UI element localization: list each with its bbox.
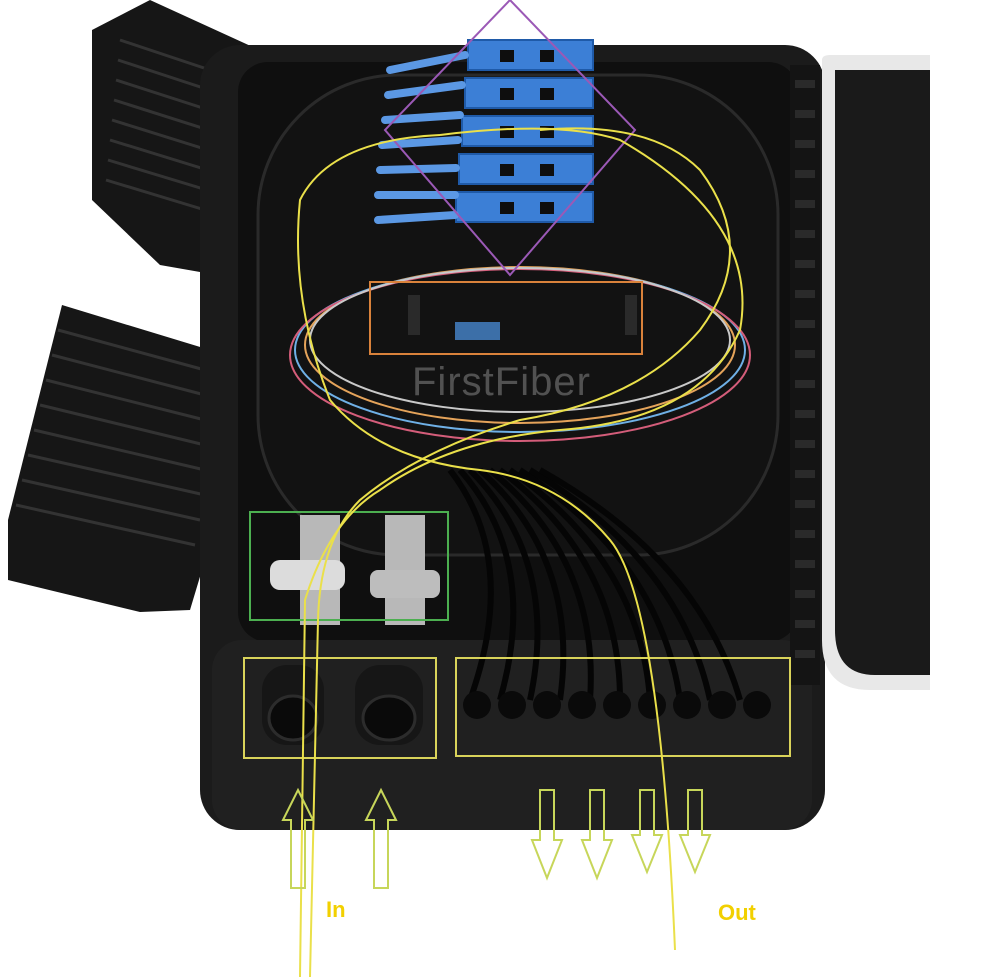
arrow-down-out-1 <box>530 789 564 881</box>
out-label: Out <box>718 900 756 925</box>
watermark-text: FirstFiber <box>412 360 591 404</box>
sc-adapter-array <box>374 39 594 224</box>
fiber-route-lines <box>297 127 744 977</box>
cable-clamps <box>270 515 440 625</box>
arrow-up-in-2 <box>364 787 398 889</box>
cable-glands <box>262 665 423 745</box>
in-label: In <box>326 897 346 922</box>
lower-cover-flap <box>8 305 216 612</box>
side-lid <box>790 55 930 690</box>
output-ports-highlight-box <box>455 657 791 757</box>
arrow-up-in-1 <box>281 787 315 889</box>
drop-ports <box>463 691 771 719</box>
arrow-down-out-2 <box>580 789 614 881</box>
adapter-highlight-diamond <box>383 0 637 277</box>
input-gland-highlight-box <box>243 657 437 759</box>
arrow-down-out-4 <box>678 789 712 875</box>
splice-tray-highlight-box <box>369 281 643 355</box>
arrow-down-out-3 <box>630 789 664 875</box>
